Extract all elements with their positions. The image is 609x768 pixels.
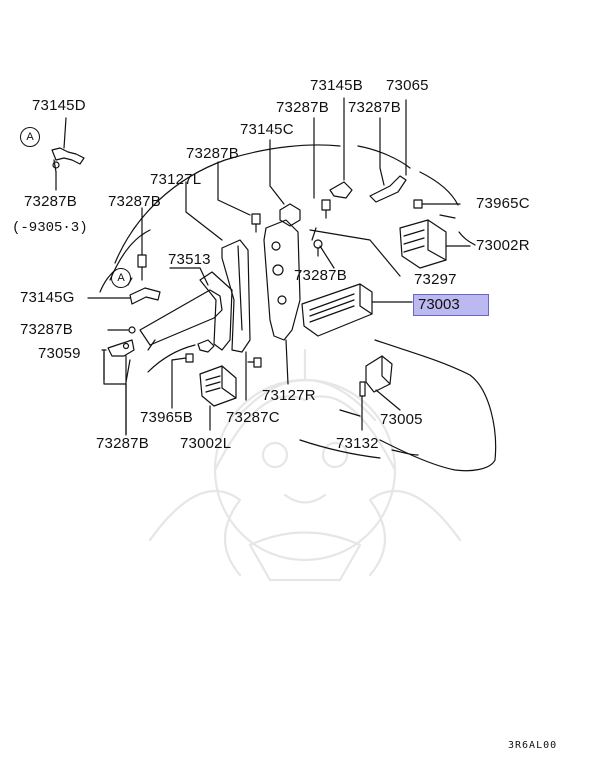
label-73287b-left-1: 73287B bbox=[108, 193, 161, 210]
label-73145c: 73145C bbox=[240, 121, 294, 138]
label-73059: 73059 bbox=[38, 345, 81, 362]
clip-small-center bbox=[197, 339, 215, 353]
label-73145g: 73145G bbox=[20, 289, 75, 306]
label-73287b-top-1: 73287B bbox=[276, 99, 329, 116]
screw-73965c bbox=[413, 199, 461, 209]
label-73145d: 73145D bbox=[32, 97, 86, 114]
callout-a-left: A bbox=[111, 268, 131, 288]
label-73287b-top-center: 73287B bbox=[186, 145, 239, 162]
label-73003-highlighted[interactable]: 73003 bbox=[413, 294, 489, 316]
vent-73002r bbox=[399, 219, 471, 269]
bolt-left bbox=[137, 207, 147, 281]
leader-lines-bottom bbox=[103, 351, 127, 435]
part-73005 bbox=[365, 355, 401, 411]
label-73127l: 73127L bbox=[150, 171, 202, 188]
clip-73145c bbox=[269, 139, 301, 227]
label-73002l: 73002L bbox=[180, 435, 232, 452]
label-73287b-top-left: 73287B bbox=[24, 193, 77, 210]
label-73287b-center: 73287B bbox=[294, 267, 347, 284]
screw-top bbox=[313, 117, 331, 219]
label-73065: 73065 bbox=[386, 77, 429, 94]
label-73132: 73132 bbox=[336, 435, 379, 452]
label-73287b-left-2: 73287B bbox=[20, 321, 73, 338]
label-73287b-top-2: 73287B bbox=[348, 99, 401, 116]
label-73287c: 73287C bbox=[226, 409, 280, 426]
date-note: (-9305·3) bbox=[12, 220, 88, 236]
label-73005: 73005 bbox=[380, 411, 423, 428]
screw-73965b bbox=[171, 353, 194, 409]
bolt-73065 bbox=[369, 99, 407, 203]
label-73965c: 73965C bbox=[476, 195, 530, 212]
label-73287b-bottom: 73287B bbox=[96, 435, 149, 452]
dashboard-outline bbox=[99, 144, 497, 472]
label-73145b: 73145B bbox=[310, 77, 363, 94]
vent-73003 bbox=[301, 283, 413, 337]
screw-73287c bbox=[245, 351, 262, 401]
screw-center bbox=[217, 161, 261, 233]
label-73127r: 73127R bbox=[262, 387, 316, 404]
part-73132 bbox=[359, 381, 366, 431]
watermark-emblem bbox=[148, 348, 462, 582]
label-73513: 73513 bbox=[168, 251, 211, 268]
label-73297: 73297 bbox=[414, 271, 457, 288]
bracket-73513 bbox=[139, 267, 233, 351]
bracket-73127r bbox=[263, 219, 301, 385]
callout-a-top: A bbox=[20, 127, 40, 147]
label-73965b: 73965B bbox=[140, 409, 193, 426]
bracket-73127l bbox=[185, 181, 251, 353]
bracket-73145d bbox=[51, 117, 85, 191]
leader-73297 bbox=[309, 229, 401, 277]
diagram-code: 3R6AL00 bbox=[508, 740, 558, 751]
clip-73059 bbox=[101, 326, 136, 436]
bolt-center-right bbox=[311, 227, 335, 269]
vent-73002l bbox=[199, 365, 237, 431]
label-73002r: 73002R bbox=[476, 237, 530, 254]
clip-73145b bbox=[329, 97, 353, 199]
